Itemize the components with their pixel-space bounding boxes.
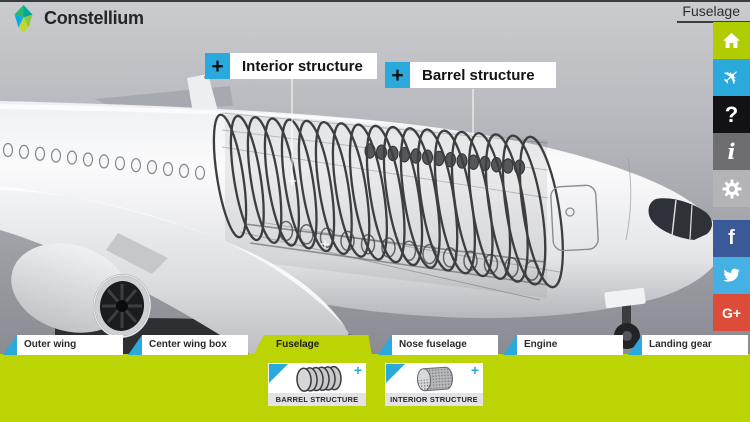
logo-text: Constellium: [44, 8, 144, 28]
callout-barrel-structure: + Barrel structure: [385, 62, 556, 88]
interior-structure-card[interactable]: + INTERIOR STRUCTURE: [385, 363, 483, 406]
facebook-button[interactable]: f: [713, 220, 750, 257]
airplane-view-button[interactable]: ✈: [713, 59, 750, 96]
home-icon: [723, 33, 740, 48]
section-label: Fuselage: [682, 3, 740, 19]
barrel-structure-card[interactable]: + BARREL STRUCTURE: [268, 363, 366, 406]
barrel-structure-label: Barrel structure: [410, 62, 556, 88]
callout-interior-structure: + Interior structure: [205, 53, 377, 79]
top-shadow-strip: [0, 0, 750, 2]
tab-label[interactable]: Landing gear: [642, 335, 748, 355]
component-tabbar: Outer wing Center wing box Fuselage Nose…: [0, 335, 750, 356]
card-label: BARREL STRUCTURE: [268, 393, 366, 406]
googleplus-icon: G+: [721, 304, 742, 321]
tab-nose-fuselage[interactable]: Nose fuselage: [378, 335, 498, 355]
home-button[interactable]: [713, 22, 750, 59]
card-plus-icon[interactable]: +: [353, 362, 362, 378]
tab-landing-gear[interactable]: Landing gear: [628, 335, 748, 355]
cockpit-windows: [648, 198, 713, 240]
question-mark-icon: ?: [724, 101, 739, 127]
barrel-structure-wireframe: [212, 113, 564, 289]
barrel-structure-plus-button[interactable]: +: [385, 62, 410, 88]
tab-center-wing-box[interactable]: Center wing box: [128, 335, 248, 355]
tab-label[interactable]: Engine: [517, 335, 623, 355]
info-button[interactable]: i: [713, 133, 750, 170]
tab-outer-wing[interactable]: Outer wing: [3, 335, 123, 355]
barrel-structure-icon: [268, 365, 366, 393]
info-icon: i: [727, 139, 736, 164]
googleplus-button[interactable]: G+: [713, 294, 750, 331]
callout-leader-lines: [288, 79, 474, 248]
tab-corner-icon: [628, 335, 642, 355]
tab-fuselage-active[interactable]: Fuselage: [253, 335, 372, 356]
tab-corner-icon: [128, 335, 142, 355]
tab-corner-icon: [503, 335, 517, 355]
constellium-logo: Constellium: [10, 5, 144, 32]
help-button[interactable]: ?: [713, 96, 750, 133]
settings-button[interactable]: [713, 170, 750, 207]
tab-label[interactable]: Nose fuselage: [392, 335, 498, 355]
card-plus-icon[interactable]: +: [470, 362, 479, 378]
facebook-icon: f: [728, 227, 735, 249]
window-row: [2, 142, 206, 180]
tab-label[interactable]: Center wing box: [142, 335, 248, 355]
card-label: INTERIOR STRUCTURE: [385, 393, 483, 406]
twitter-bird-icon: [722, 268, 740, 282]
tab-corner-icon: [378, 335, 392, 355]
engine: [11, 233, 168, 338]
component-footer: + BARREL STRUCTURE +: [0, 354, 750, 422]
tab-label[interactable]: Outer wing: [17, 335, 123, 355]
interior-structure-label: Interior structure: [230, 53, 377, 79]
wing: [0, 186, 352, 356]
tab-engine[interactable]: Engine: [503, 335, 623, 355]
passenger-door: [550, 184, 599, 252]
interior-structure-icon: [385, 365, 483, 393]
twitter-button[interactable]: [713, 257, 750, 294]
airplane-icon: ✈: [717, 63, 746, 92]
constellium-logo-icon: [14, 5, 33, 32]
interior-structure-plus-button[interactable]: +: [205, 53, 230, 79]
gear-icon: [722, 179, 741, 198]
tab-corner-icon: [3, 335, 17, 355]
